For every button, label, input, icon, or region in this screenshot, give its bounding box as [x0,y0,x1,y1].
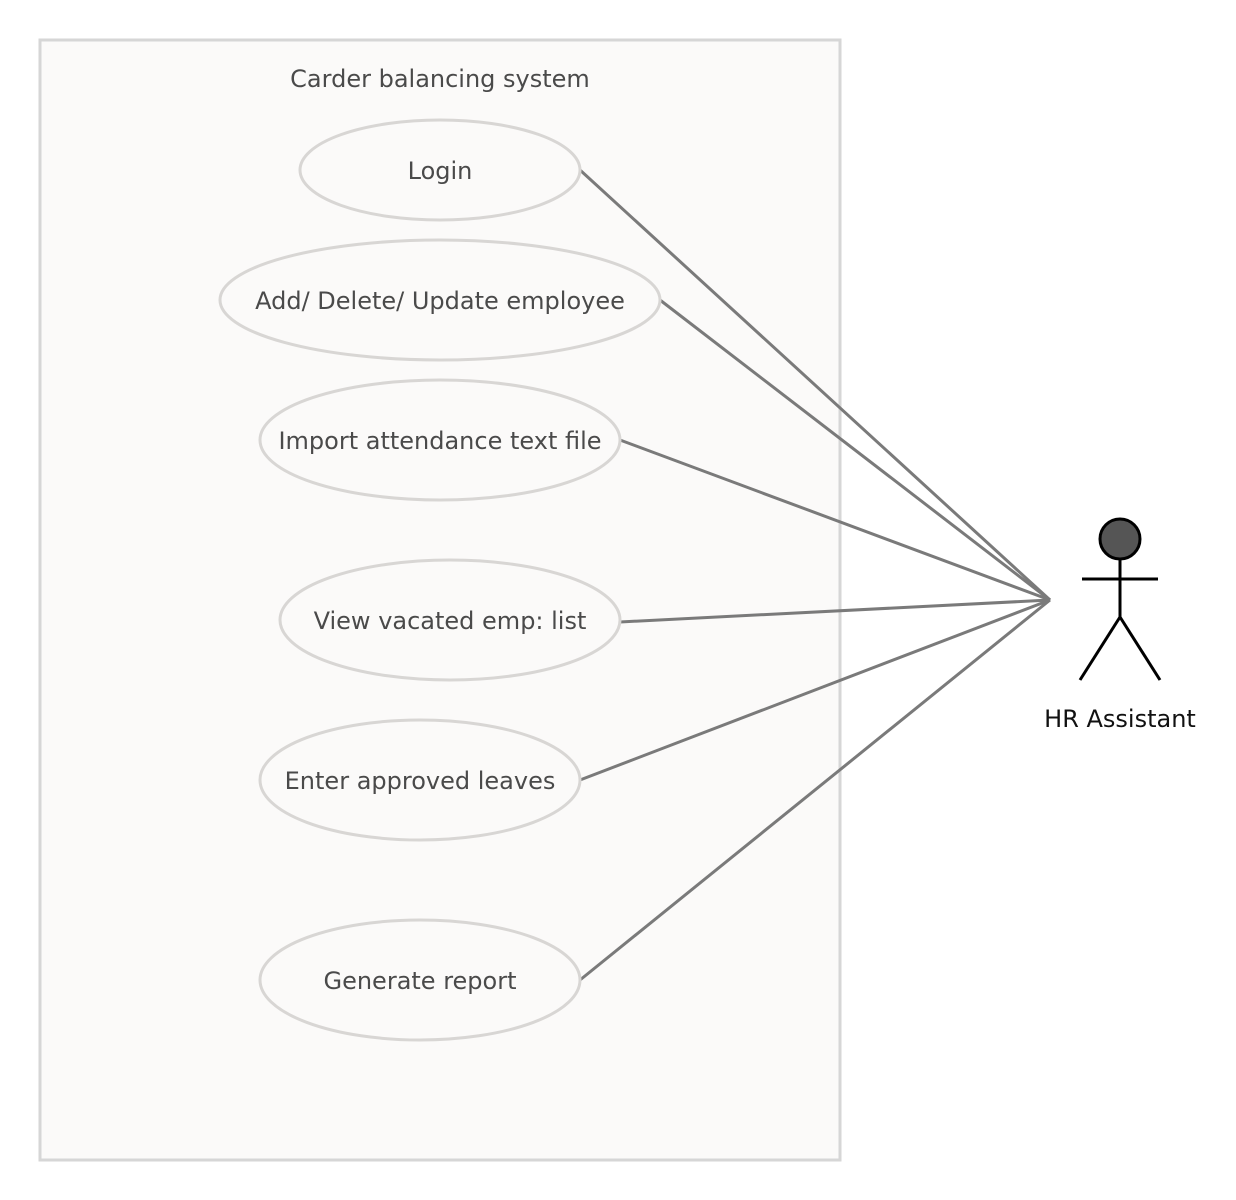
actor-label: HR Assistant [1044,705,1196,733]
use-case-ellipse [258,378,622,502]
actor-hr-assistant[interactable]: HR Assistant [1044,517,1196,733]
use-case-ellipse [278,558,622,682]
actor-right-leg [1118,616,1162,681]
use-case-ellipse [298,118,582,222]
use-case-label: View vacated emp: list [314,607,587,635]
connector-login [578,168,1052,602]
use-case-login[interactable]: Login [298,118,582,222]
use-case-ellipse [258,718,582,842]
stick-figure-icon [1078,517,1162,681]
connector-view-vacated [619,598,1051,624]
connector-enter-leaves [579,598,1051,782]
use-case-view-vacated-emp-list[interactable]: View vacated emp: list [278,558,622,682]
use-case-enter-approved-leaves[interactable]: Enter approved leaves [258,718,582,842]
actor-head [1098,517,1142,561]
connectors [578,168,1052,982]
use-case-ellipse [258,918,582,1042]
use-cases: Login Add/ Delete/ Update employee Impor… [218,118,662,1042]
connector-generate-report [579,598,1051,982]
connector-add-delete-update [659,298,1051,602]
use-case-label: Generate report [323,967,516,995]
system-title: Carder balancing system [290,65,590,93]
use-case-ellipse [218,238,662,362]
use-case-label: Login [408,157,473,185]
use-case-label: Import attendance text file [278,427,601,455]
use-case-label: Add/ Delete/ Update employee [255,287,625,315]
use-case-label: Enter approved leaves [285,767,556,795]
use-case-add-delete-update-employee[interactable]: Add/ Delete/ Update employee [218,238,662,362]
connector-import-attendance [619,438,1051,602]
use-case-import-attendance-text-file[interactable]: Import attendance text file [258,378,622,502]
use-case-generate-report[interactable]: Generate report [258,918,582,1042]
actor-left-leg [1078,616,1122,681]
